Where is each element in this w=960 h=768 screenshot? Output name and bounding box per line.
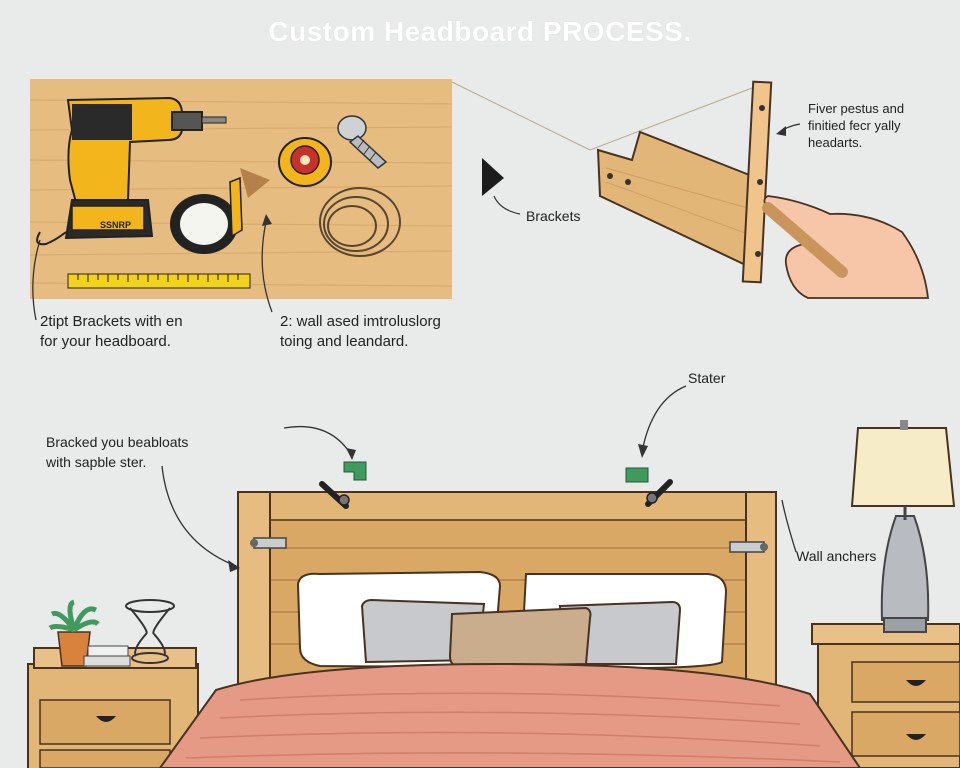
- books-icon: [83, 645, 131, 667]
- pillows: [296, 570, 728, 670]
- screw-icon: [337, 115, 388, 169]
- top-bracket-right: [625, 467, 673, 507]
- drill-icon: [36, 96, 227, 246]
- top-bracket-left: [319, 461, 367, 509]
- stater-label: Stater: [688, 370, 726, 386]
- page-title: Custom Headboard PROCESS.: [268, 16, 692, 47]
- caption-2-pointer: [261, 221, 273, 313]
- hourglass-icon: [125, 599, 175, 664]
- ruler-icon: [67, 273, 251, 289]
- guide-line: [451, 81, 591, 151]
- wall-anchor-left: [250, 537, 287, 549]
- bracked-pointer: [283, 425, 353, 457]
- wedge-icon: [240, 168, 270, 198]
- tape-roll-icon: [170, 176, 243, 254]
- bracked-note: Bracked you beabloats with sapble ster.: [46, 434, 189, 470]
- bracket-note: Fiver pestus and finitied fecr yally hea…: [808, 101, 905, 150]
- play-arrow-icon: [482, 158, 504, 196]
- anchor-pointer: [781, 499, 797, 553]
- step-1-caption: 2tipt Brackets with en for your headboar…: [40, 313, 183, 350]
- wall-anchors-label: Wall anchers: [796, 548, 877, 564]
- hand-icon: [762, 195, 930, 299]
- stater-pointer: [641, 385, 687, 453]
- blanket: [158, 662, 862, 768]
- lamp-icon: [850, 420, 956, 633]
- bracked-pointer-2: [161, 465, 237, 567]
- wire-coil-icon: [319, 187, 401, 257]
- brackets-label: Brackets: [526, 208, 581, 224]
- stud-finder-icon: [278, 137, 332, 187]
- wall-anchor-right: [729, 541, 768, 553]
- caption-1-pointer: [32, 239, 41, 321]
- left-nightstand: [27, 647, 199, 768]
- right-nightstand: [811, 623, 960, 768]
- bracket-detail: [596, 80, 773, 284]
- drill-brand-label: SSNRP: [100, 220, 132, 230]
- brackets-pointer: [493, 195, 521, 215]
- step-2-caption: 2: wall ased imtroluslorg toing and lean…: [280, 313, 441, 350]
